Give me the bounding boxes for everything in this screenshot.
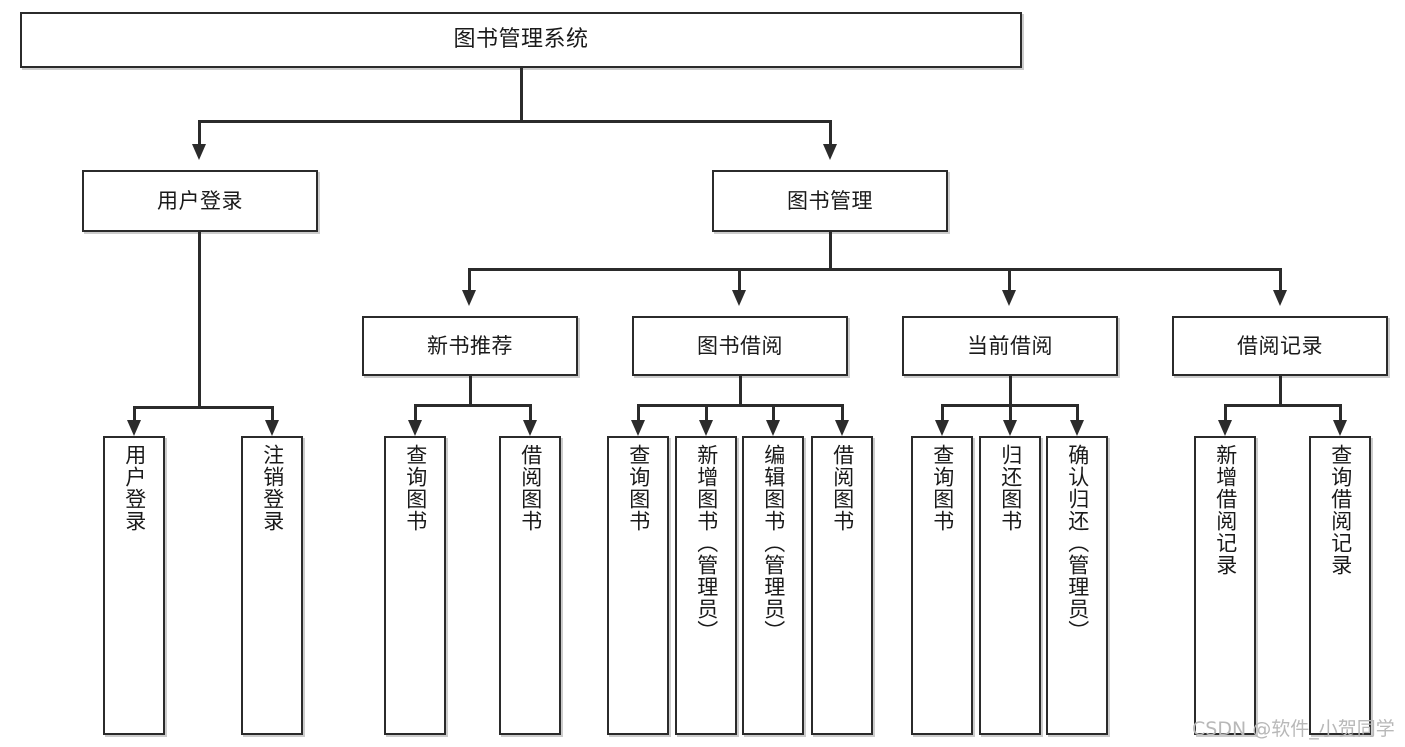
edge-newbook-branch-2 — [529, 404, 532, 422]
arrowhead-leaf-query-book-2 — [631, 420, 645, 436]
leaf-edit-book-admin[interactable]: 编辑图书（管理员） — [742, 436, 804, 735]
node-label: 用户登录 — [157, 188, 243, 213]
arrowhead-leaf-confirm-return — [1070, 420, 1084, 436]
arrowhead-leaf-query-record — [1333, 420, 1347, 436]
leaf-return-book[interactable]: 归还图书 — [979, 436, 1041, 735]
edge-bookborrow-bus — [637, 404, 843, 407]
leaf-query-book-current[interactable]: 查询图书 — [911, 436, 973, 735]
leaf-add-book-admin[interactable]: 新增图书（管理员） — [675, 436, 737, 735]
edge-borrowrecord-bus — [1224, 404, 1342, 407]
node-label: 图书管理系统 — [453, 27, 589, 53]
edge-userlogin-down — [198, 232, 201, 408]
arrowhead-bookborrow — [732, 290, 746, 306]
node-root-system[interactable]: 图书管理系统 — [20, 12, 1022, 68]
node-borrow-record[interactable]: 借阅记录 — [1172, 316, 1388, 376]
leaf-borrow-book-borrow[interactable]: 借阅图书 — [811, 436, 873, 735]
node-label: 新增借阅记录 — [1213, 444, 1238, 576]
node-label: 归还图书 — [998, 444, 1023, 532]
arrowhead-leaf-logout — [265, 420, 279, 436]
arrowhead-currentborrow — [1002, 290, 1016, 306]
node-label: 确认归还（管理员） — [1065, 444, 1090, 642]
arrowhead-leaf-borrow-book-2 — [835, 420, 849, 436]
edge-root-down — [520, 68, 523, 122]
leaf-user-login[interactable]: 用户登录 — [103, 436, 165, 735]
arrowhead-leaf-borrow-book-1 — [523, 420, 537, 436]
edge-borrowrecord-down — [1279, 376, 1282, 406]
edge-currentborrow-branch-3 — [1076, 404, 1079, 422]
edge-bookmgmt-down — [829, 232, 832, 270]
edge-bookborrow-branch-1 — [637, 404, 640, 422]
edge-bookmgmt-branch-3 — [1008, 268, 1011, 292]
arrowhead-leaf-edit-book — [766, 420, 780, 436]
edge-newbook-down — [469, 376, 472, 406]
node-label: 借阅记录 — [1237, 333, 1323, 358]
arrowhead-borrowrecord — [1273, 290, 1287, 306]
leaf-borrow-book-recommend[interactable]: 借阅图书 — [499, 436, 561, 735]
edge-bookborrow-down — [739, 376, 742, 406]
node-user-login[interactable]: 用户登录 — [82, 170, 318, 232]
leaf-add-borrow-record[interactable]: 新增借阅记录 — [1194, 436, 1256, 735]
leaf-query-book-recommend[interactable]: 查询图书 — [384, 436, 446, 735]
edge-borrowrecord-branch-1 — [1224, 404, 1227, 422]
edge-borrowrecord-branch-2 — [1339, 404, 1342, 422]
leaf-logout[interactable]: 注销登录 — [241, 436, 303, 735]
node-label: 查询图书 — [403, 444, 428, 532]
node-label: 图书借阅 — [697, 333, 783, 358]
node-new-book-recommend[interactable]: 新书推荐 — [362, 316, 578, 376]
edge-userlogin-branch-1 — [133, 406, 136, 422]
node-label: 借阅图书 — [830, 444, 855, 532]
node-current-borrow[interactable]: 当前借阅 — [902, 316, 1118, 376]
edge-root-to-bookmgmt — [829, 120, 832, 146]
leaf-confirm-return-admin[interactable]: 确认归还（管理员） — [1046, 436, 1108, 735]
csdn-watermark: CSDN @软件_小贺同学 — [1192, 718, 1395, 740]
node-label: 编辑图书（管理员） — [761, 444, 786, 642]
edge-bookborrow-branch-4 — [841, 404, 844, 422]
node-book-management[interactable]: 图书管理 — [712, 170, 948, 232]
arrowhead-leaf-add-book — [699, 420, 713, 436]
node-label: 借阅图书 — [518, 444, 543, 532]
edge-bookmgmt-branch-4 — [1279, 268, 1282, 292]
arrowhead-leaf-query-book-1 — [408, 420, 422, 436]
node-label: 注销登录 — [260, 444, 285, 532]
node-label: 查询图书 — [626, 444, 651, 532]
node-label: 新书推荐 — [427, 333, 513, 358]
leaf-query-borrow-record[interactable]: 查询借阅记录 — [1309, 436, 1371, 735]
edge-newbook-branch-1 — [414, 404, 417, 422]
arrowhead-leaf-add-record — [1218, 420, 1232, 436]
arrowhead-leaf-query-book-3 — [935, 420, 949, 436]
arrowhead-newbook — [462, 290, 476, 306]
edge-currentborrow-branch-2 — [1009, 404, 1012, 422]
edge-bookborrow-branch-3 — [772, 404, 775, 422]
arrowhead-userlogin — [192, 144, 206, 160]
node-label: 查询借阅记录 — [1328, 444, 1353, 576]
edge-root-bus — [198, 120, 832, 123]
node-label: 查询图书 — [930, 444, 955, 532]
edge-root-to-userlogin — [198, 120, 201, 146]
edge-bookmgmt-bus — [468, 268, 1281, 271]
leaf-query-book-borrow[interactable]: 查询图书 — [607, 436, 669, 735]
node-label: 当前借阅 — [967, 333, 1053, 358]
edge-bookborrow-branch-2 — [705, 404, 708, 422]
arrowhead-leaf-return-book — [1003, 420, 1017, 436]
node-label: 新增图书（管理员） — [694, 444, 719, 642]
edge-bookmgmt-branch-2 — [738, 268, 741, 292]
edge-userlogin-bus — [133, 406, 273, 409]
edge-currentborrow-down — [1009, 376, 1012, 406]
edge-bookmgmt-branch-1 — [468, 268, 471, 292]
arrowhead-bookmgmt — [823, 144, 837, 160]
node-label: 用户登录 — [122, 444, 147, 532]
edge-currentborrow-branch-1 — [941, 404, 944, 422]
node-label: 图书管理 — [787, 188, 873, 213]
node-book-borrow[interactable]: 图书借阅 — [632, 316, 848, 376]
edge-userlogin-branch-2 — [271, 406, 274, 422]
arrowhead-leaf-user-login — [127, 420, 141, 436]
edge-newbook-bus — [414, 404, 532, 407]
